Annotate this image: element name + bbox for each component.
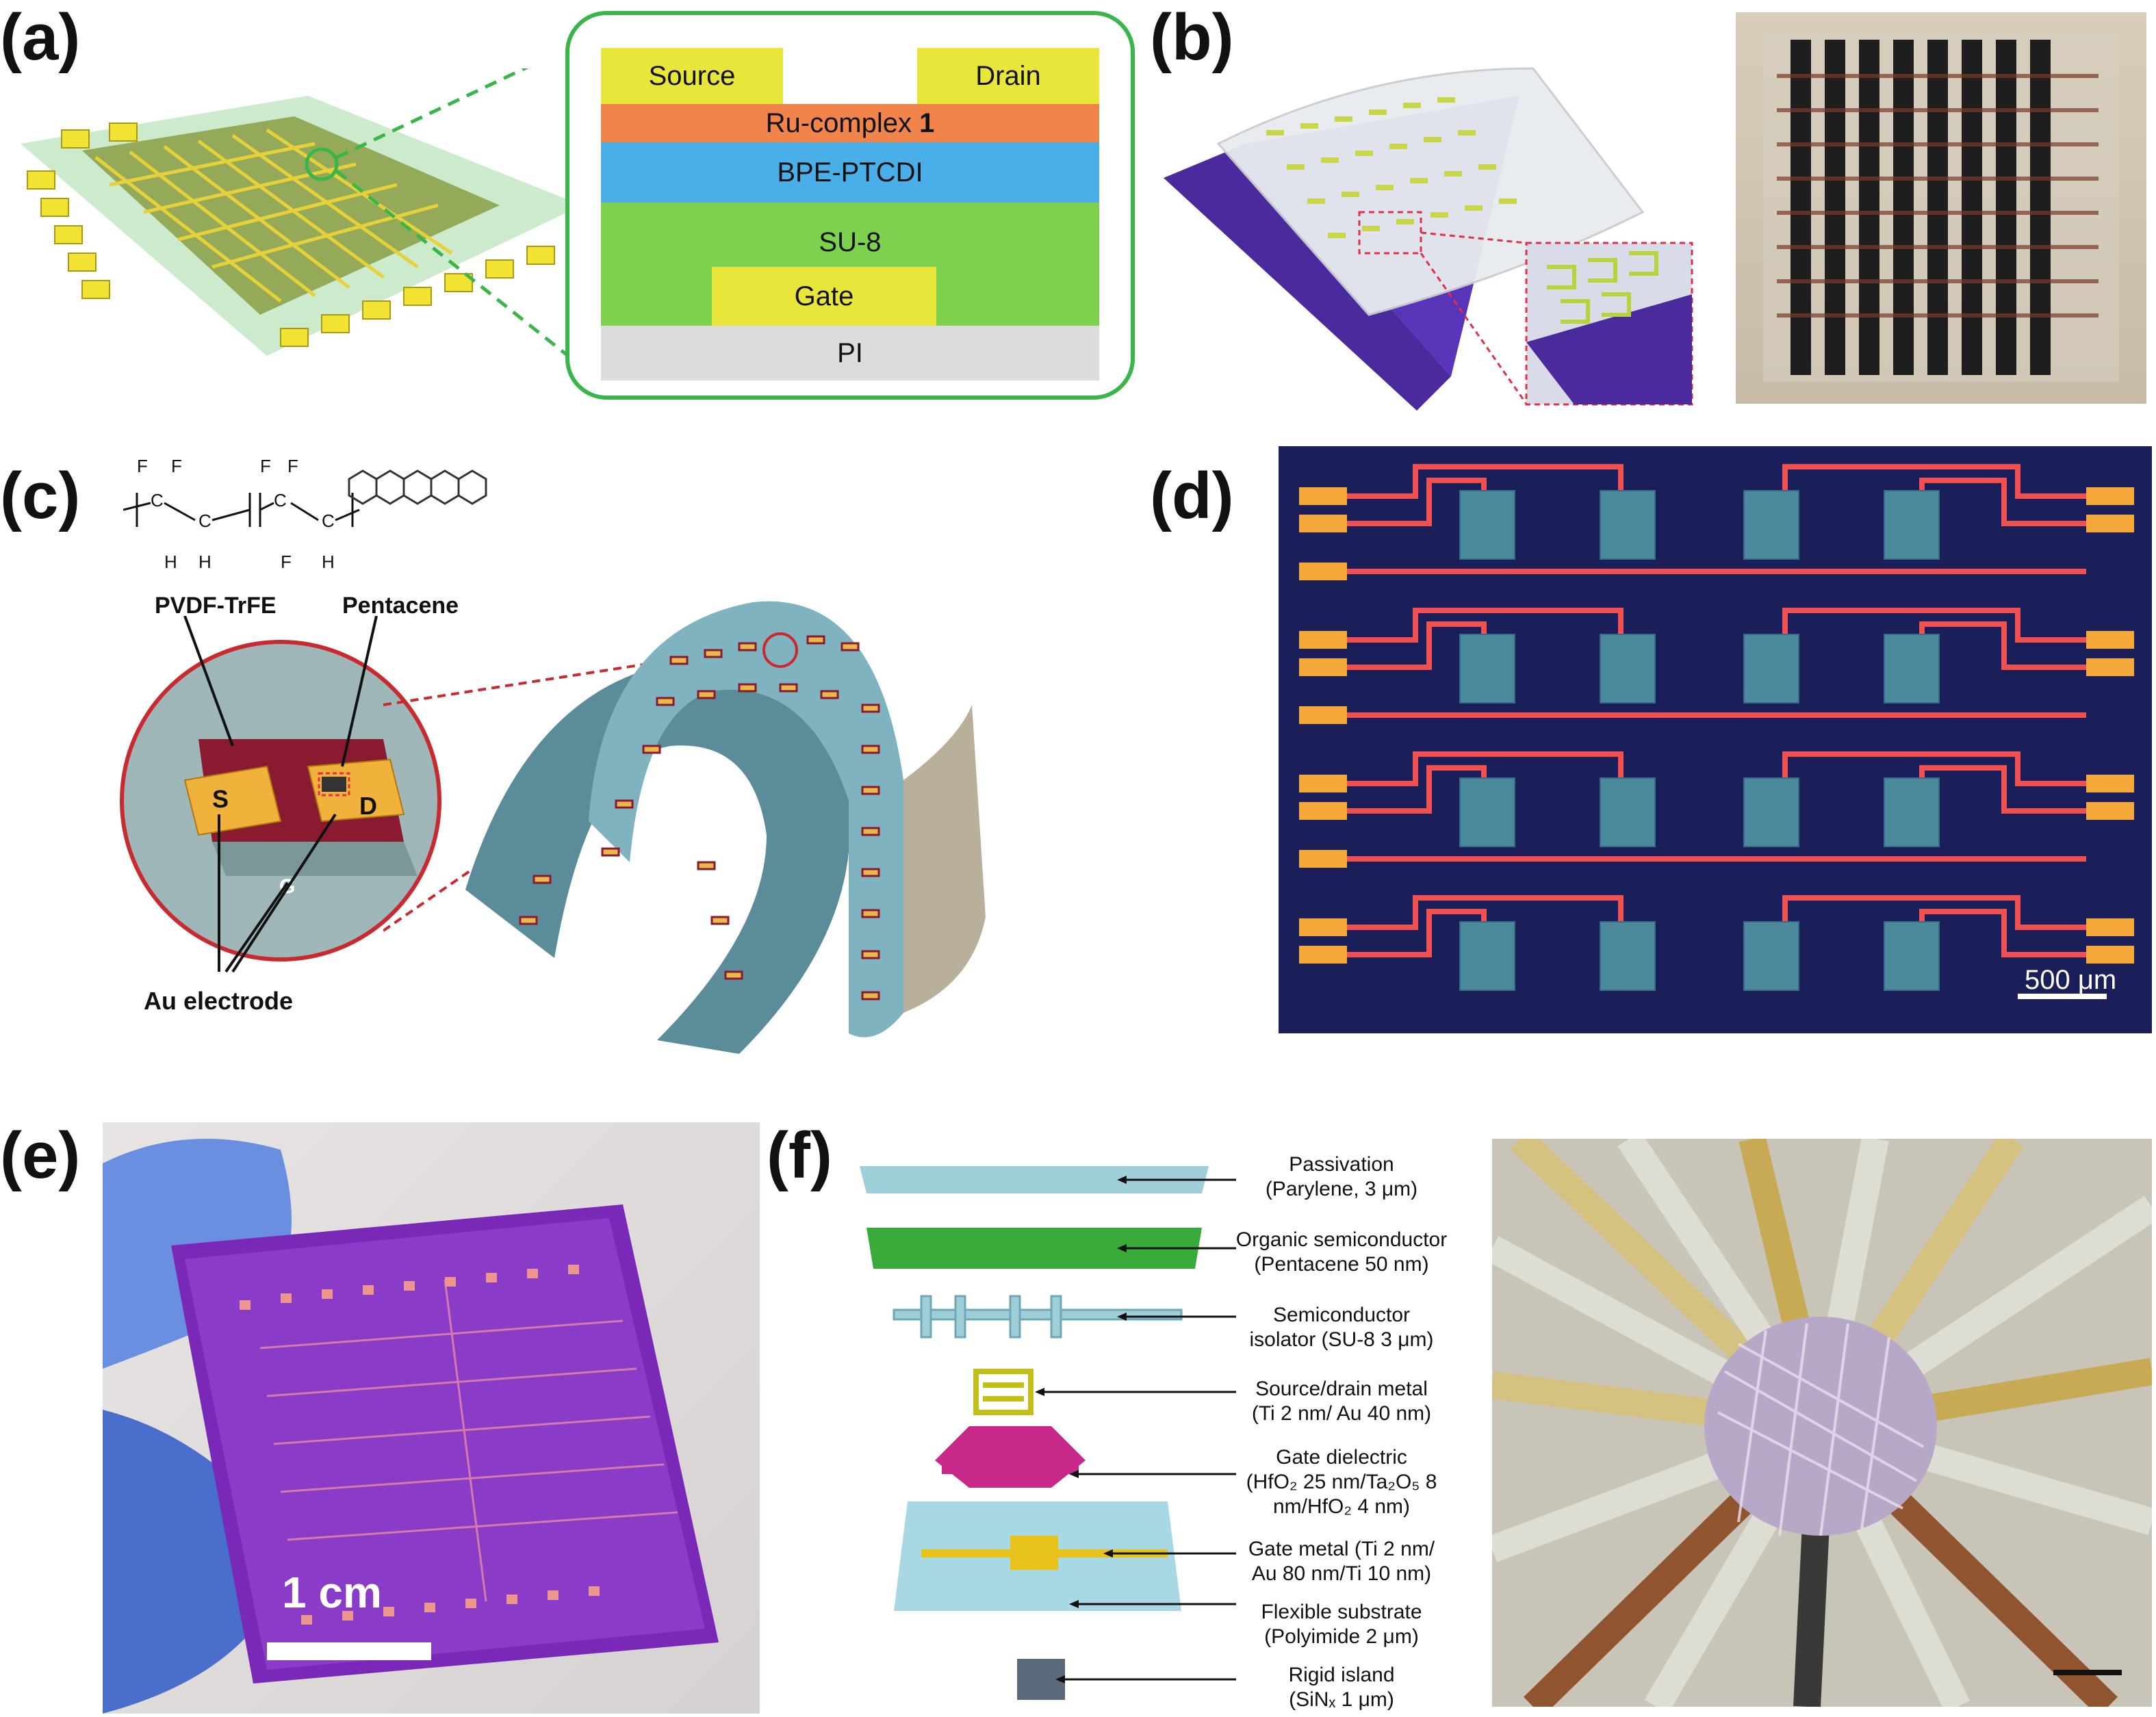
panel-a-cross-section: Source Drain Ru-complex 1 BPE-PTCDI SU-8… (565, 11, 1135, 400)
pentacene-label: Pentacene (342, 593, 459, 619)
svg-text:C: C (322, 511, 335, 531)
svg-text:C: C (151, 490, 164, 511)
panel-e-label: (e) (0, 1119, 81, 1192)
svg-text:F: F (281, 552, 292, 572)
pi-layer: PI (601, 326, 1099, 380)
panel-b-device-illustration (1164, 67, 1693, 411)
flexible-substrate-label: Flexible substrate(Polyimide 2 μm) (1261, 1601, 1422, 1648)
svg-text:F: F (260, 456, 271, 476)
panel-c-label: (c) (0, 459, 81, 532)
source-label: S (212, 785, 229, 813)
passivation-label: Passivation(Parylene, 3 μm) (1265, 1153, 1418, 1200)
panel-c-flexible-array (383, 601, 986, 1054)
organic-semiconductor-label: Organic semiconductor(Pentacene 50 nm) (1235, 1228, 1448, 1276)
svg-text:C: C (198, 511, 211, 531)
panel-e-scale-label: 1 cm (282, 1568, 382, 1617)
rigid-island-label: Rigid island(SiNₓ 1 μm) (1288, 1664, 1395, 1711)
source-layer: Source (601, 48, 783, 104)
panel-b-label: (b) (1150, 1, 1234, 74)
panel-d-scale-label: 500 μm (2025, 965, 2117, 995)
panel-b-photo (1736, 12, 2146, 404)
source-drain-metal-label: Source/drain metal(Ti 2 nm/ Au 40 nm) (1251, 1378, 1432, 1425)
panel-f-exploded-stack (853, 1139, 1469, 1714)
panel-f-label: (f) (767, 1119, 832, 1192)
drain-label: D (359, 792, 377, 820)
panel-c-transistor-zoom: S D G (120, 616, 441, 973)
gate-layer: Gate (712, 267, 936, 326)
panel-f-photo (1492, 1139, 2152, 1707)
drain-layer: Drain (917, 48, 1099, 104)
svg-text:H: H (198, 552, 211, 572)
svg-text:C: C (274, 490, 287, 511)
svg-text:F: F (137, 456, 148, 476)
pvdf-trfe-label: PVDF-TrFE (155, 593, 277, 619)
panel-a-array-illustration (21, 68, 582, 357)
svg-text:H: H (164, 552, 177, 572)
panel-d-micrograph: 500 μm (1279, 446, 2152, 1033)
svg-text:F: F (171, 456, 182, 476)
gate-metal-label: Gate metal (Ti 2 nm/Au 80 nm/Ti 10 nm) (1248, 1538, 1435, 1585)
bpe-ptcdi-layer: BPE-PTCDI (601, 142, 1099, 203)
panel-e-photo: 1 cm (103, 1122, 760, 1714)
panel-a-label: (a) (0, 1, 81, 74)
ru-complex-layer: Ru-complex 1 (601, 104, 1099, 142)
svg-text:F: F (287, 456, 298, 476)
au-electrode-label: Au electrode (144, 987, 294, 1015)
panel-d-label: (d) (1150, 459, 1234, 532)
svg-text:H: H (322, 552, 335, 572)
